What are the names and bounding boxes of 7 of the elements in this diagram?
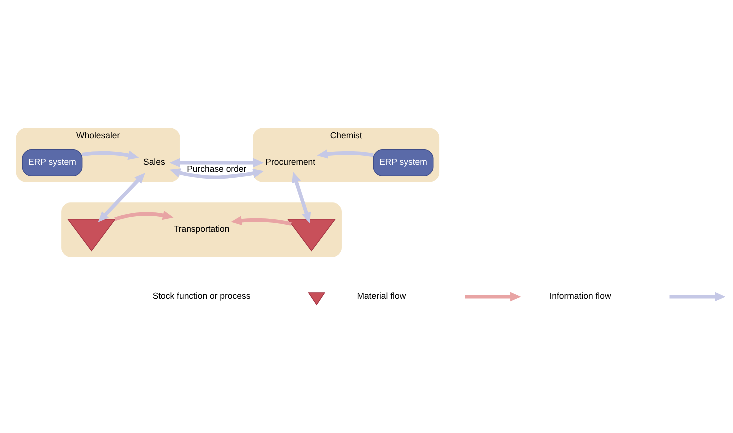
legend-label: Stock function or process — [152, 291, 251, 302]
node-text: Procurement — [266, 157, 316, 168]
edge-label: Purchase order — [187, 164, 247, 174]
legend-label: Material flow — [357, 291, 406, 302]
node-text: Sales — [144, 157, 166, 168]
legend-label: Information flow — [550, 291, 612, 302]
node-text: Transportation — [174, 224, 230, 234]
